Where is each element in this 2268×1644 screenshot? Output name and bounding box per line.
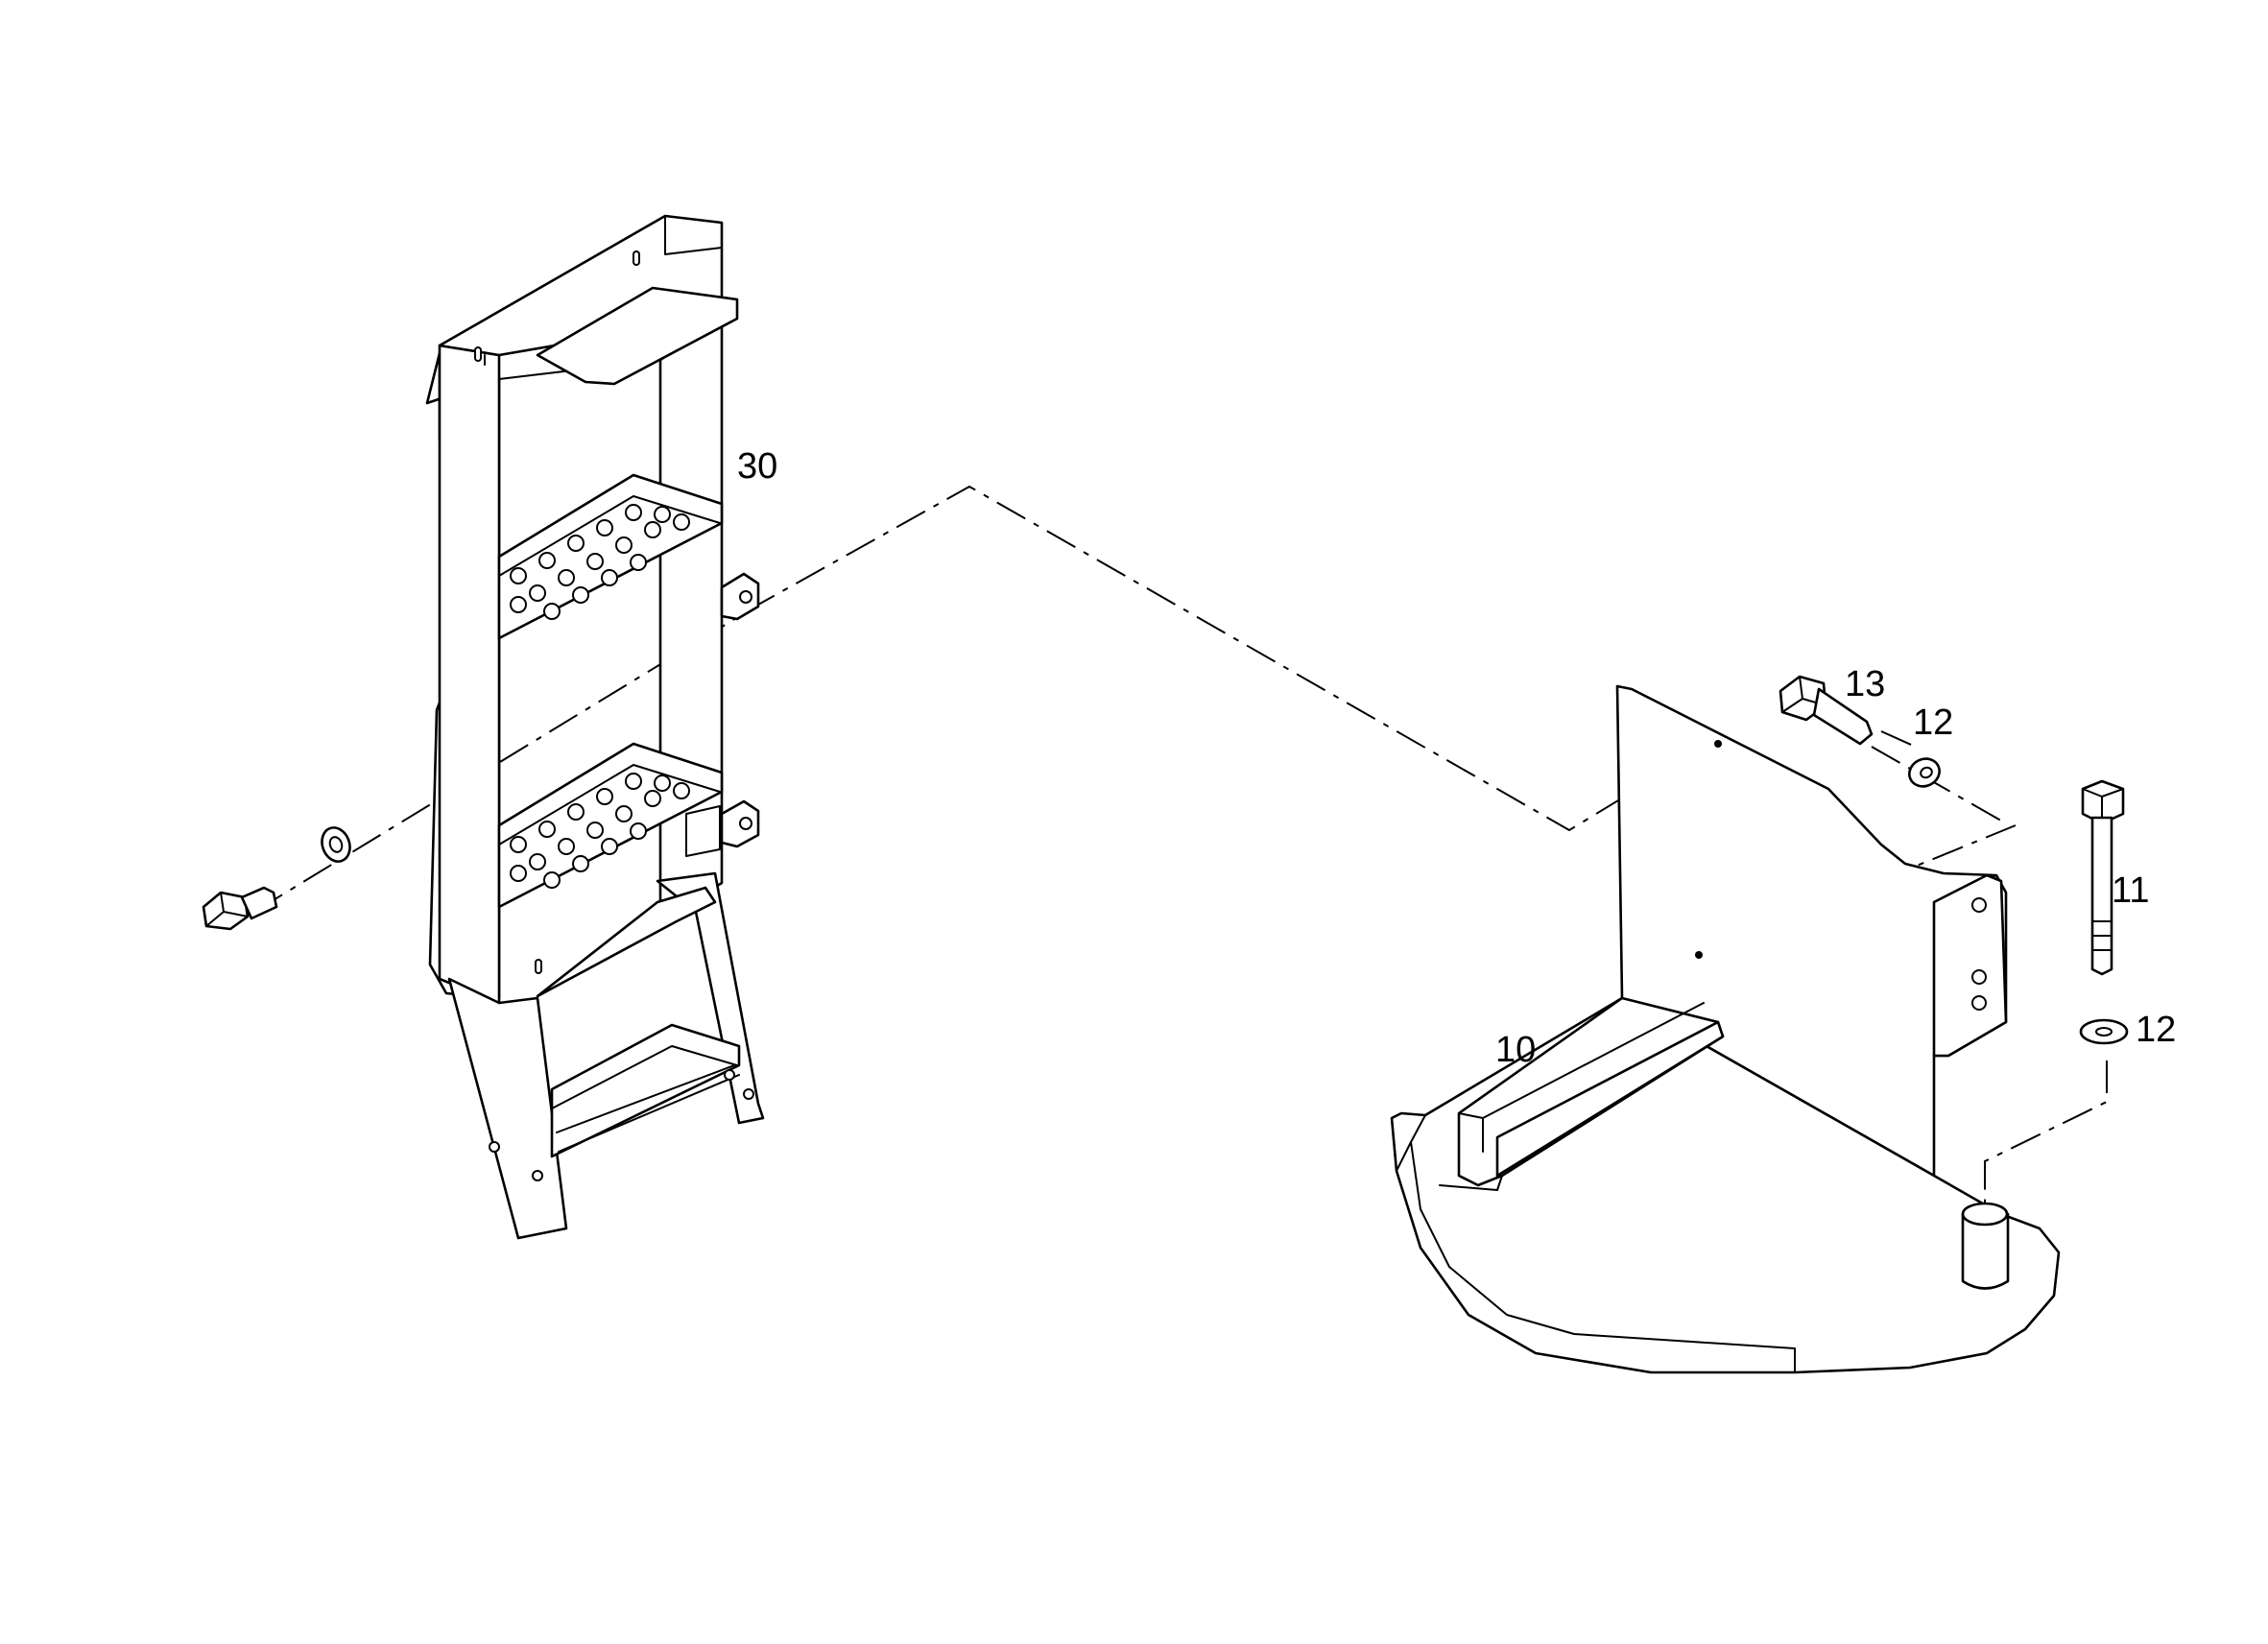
- ladder-step-assembly: [425, 214, 765, 1240]
- left-washer: [321, 826, 351, 863]
- washer-12-upper: [1908, 757, 1941, 788]
- callout-10: 10: [1495, 1030, 1536, 1070]
- callout-30: 30: [737, 446, 777, 487]
- washer-12-lower: [2079, 1018, 2129, 1045]
- callout-12-upper: 12: [1913, 703, 1953, 743]
- step-bracket: [1390, 684, 2061, 1374]
- bolt-11: [2081, 779, 2125, 976]
- left-bolt: [202, 886, 278, 931]
- bushing: [1961, 1202, 2010, 1290]
- lower-step-holes: [510, 773, 690, 889]
- callout-11: 11: [2112, 870, 2149, 911]
- callout-12-lower: 12: [2136, 1010, 2176, 1050]
- callout-labels: 30 13 12 11 12 10: [737, 446, 2176, 1070]
- bolt-13: [1779, 675, 1874, 746]
- callout-13: 13: [1845, 664, 1885, 704]
- upper-step-holes: [510, 504, 690, 620]
